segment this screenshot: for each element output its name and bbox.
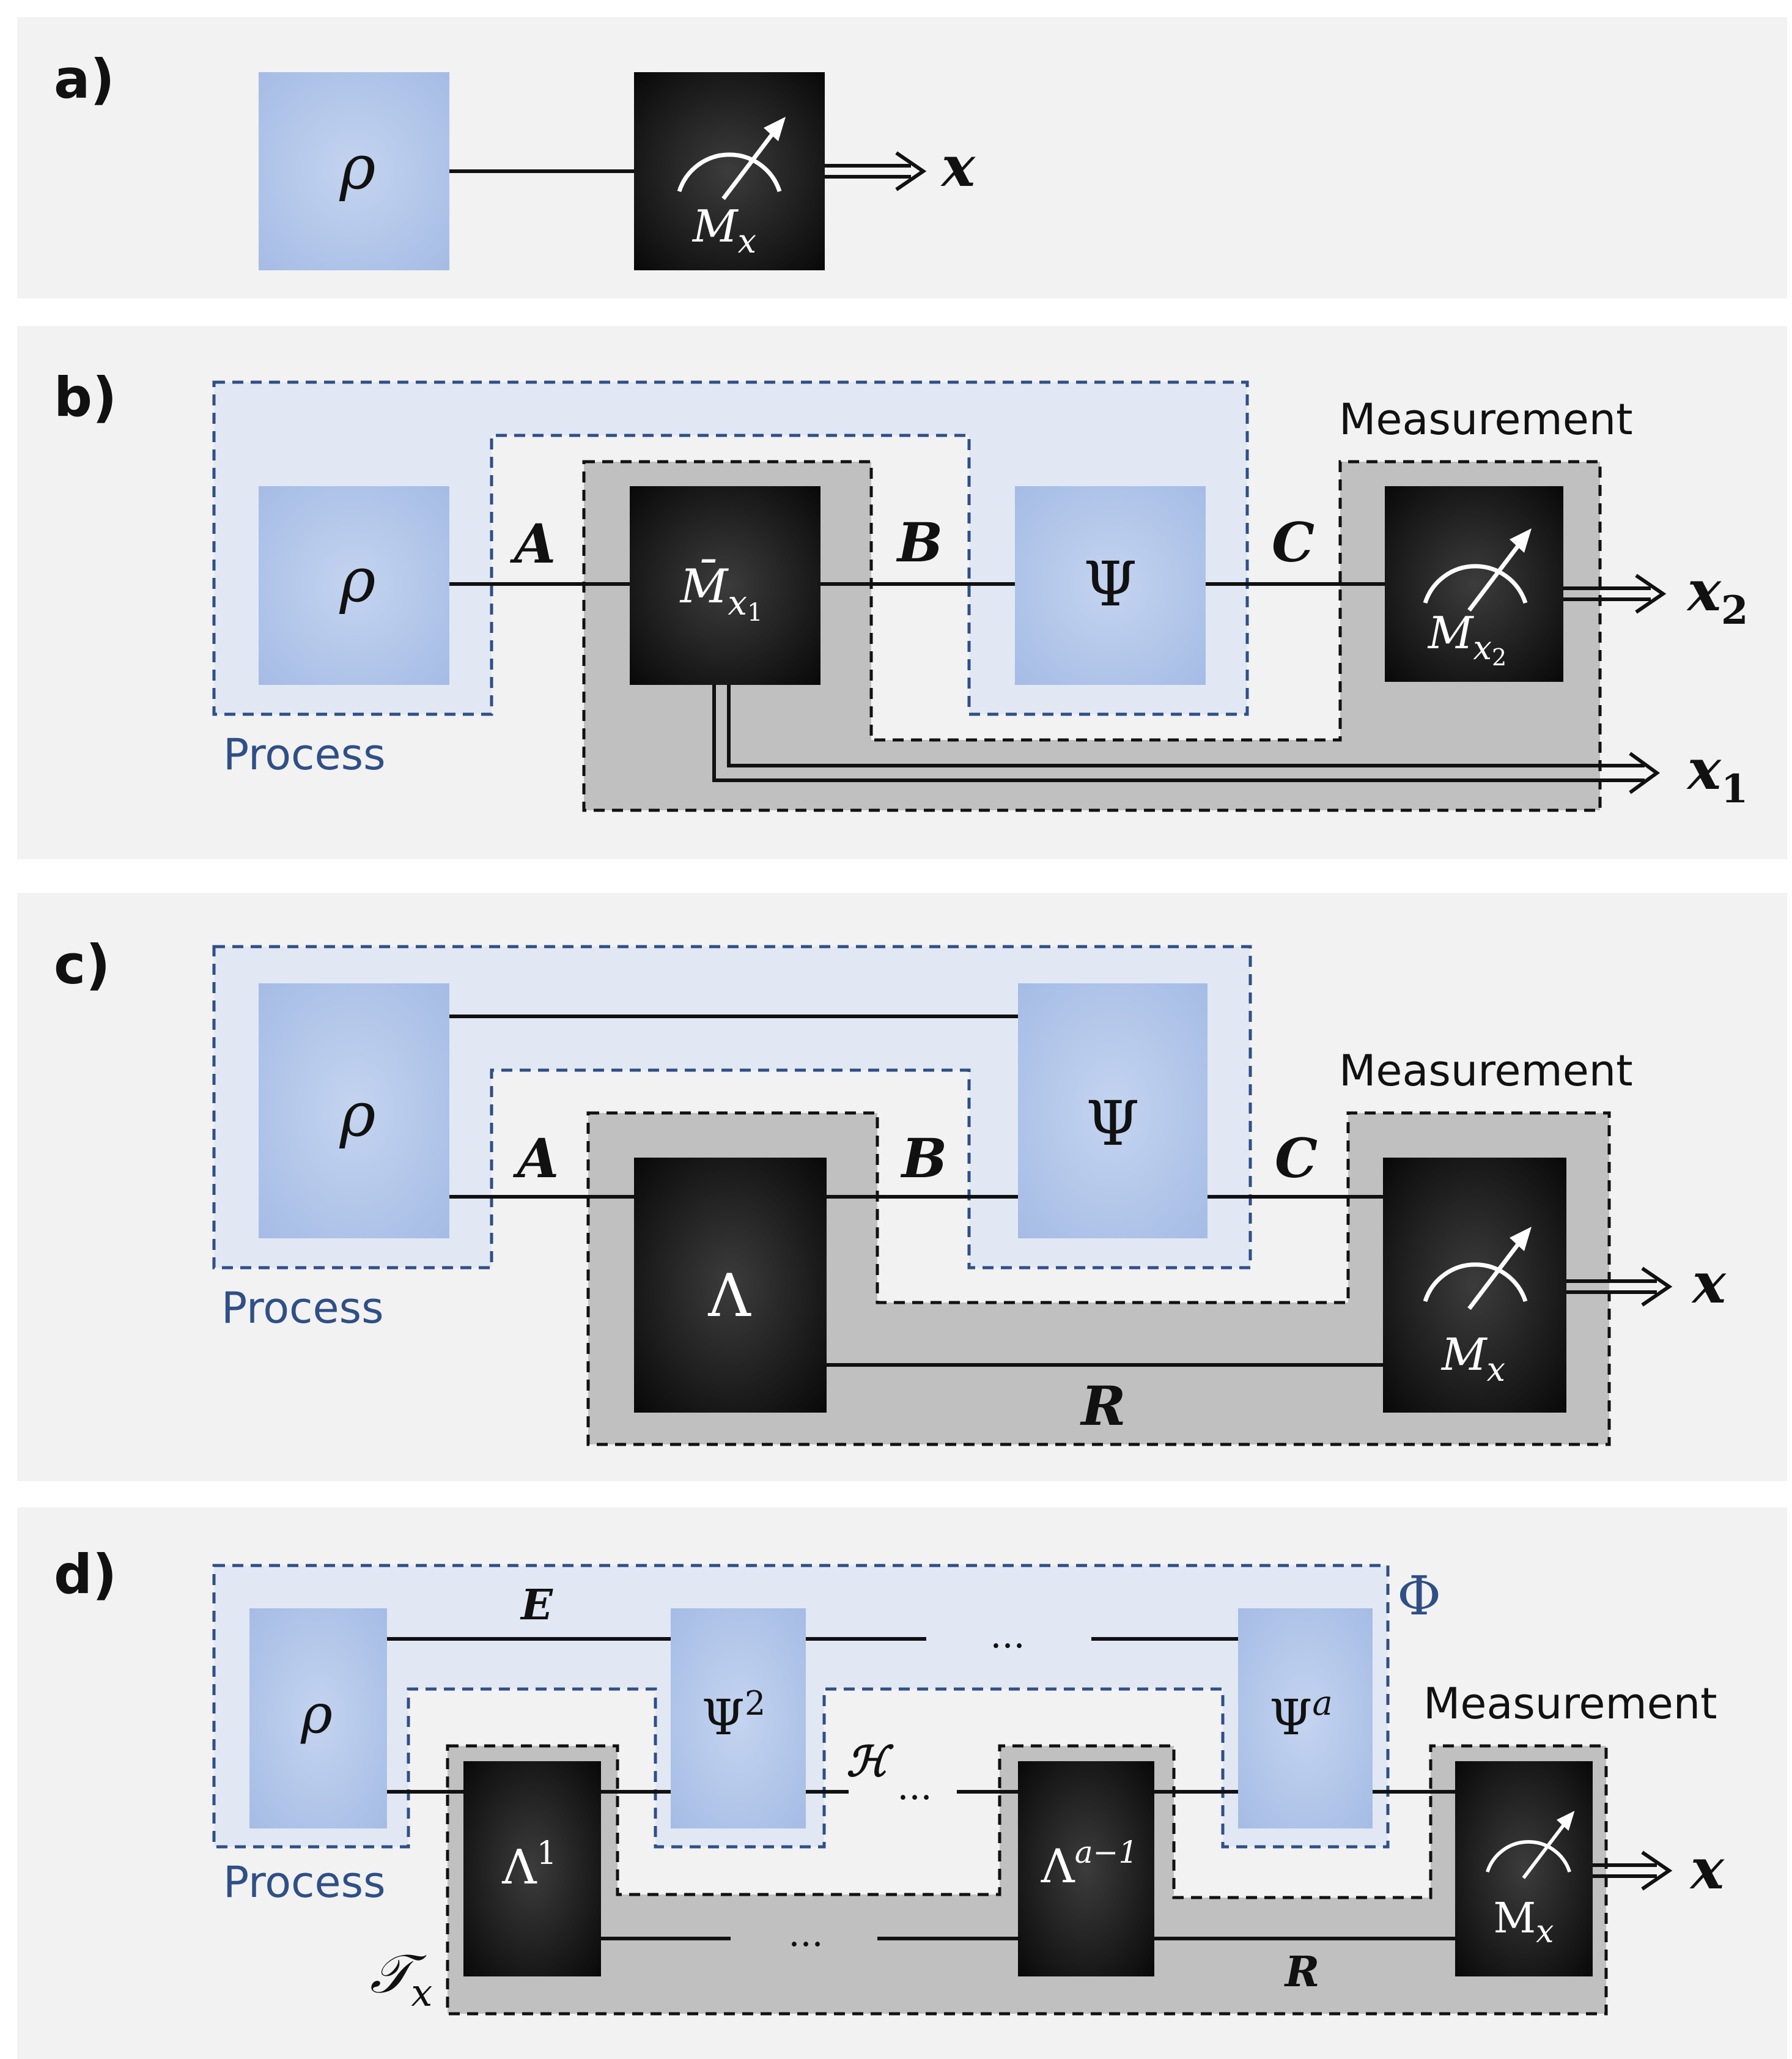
wire-h-label: ℋ [846, 1737, 894, 1786]
measurement-label: Mx [1494, 1895, 1554, 1950]
measurement-region-label: Measurement [1339, 394, 1633, 445]
panel-label-c: c) [54, 933, 110, 996]
lambda-label: Λ [707, 1262, 751, 1330]
measurement-label: Mx [1440, 1329, 1505, 1389]
process-label: Process [223, 730, 386, 780]
dots-label: ... [897, 1765, 932, 1808]
state-rho-box [249, 1608, 387, 1828]
double-arrow-icon [825, 151, 927, 191]
dots-label: ... [788, 1912, 823, 1955]
double-arrow-icon [1566, 1266, 1673, 1307]
wire-e-label: E [520, 1581, 553, 1630]
psi-label: Ψ [1083, 549, 1137, 620]
device-region [582, 460, 1602, 812]
wire-b-label: B [900, 1126, 947, 1190]
rho-label: ρ [300, 1682, 333, 1745]
panel-label-b: b) [54, 366, 117, 429]
measurement-region-label: Measurement [1423, 1679, 1717, 1729]
phi-label: Φ [1397, 1564, 1441, 1627]
process-region [212, 945, 1252, 1270]
channel-psia-box [1238, 1608, 1373, 1828]
state-rho-box [259, 72, 449, 270]
rho-label: ρ [339, 131, 376, 203]
wire-b-label: B [896, 511, 943, 574]
measurement-box [1385, 486, 1563, 682]
wire-r-label: R [1284, 1948, 1320, 1997]
lambda1-box [463, 1761, 601, 1976]
measurement-label: Mx2 [1427, 607, 1506, 671]
tester-label: 𝒯x [370, 1942, 432, 2015]
double-arrow-icon [1563, 574, 1667, 614]
process-label: Process [223, 1857, 386, 1907]
process-region [212, 380, 1249, 716]
wire-c-label: C [1272, 511, 1315, 574]
channel-psi-box [1015, 486, 1206, 685]
double-arrow-icon [1593, 1850, 1673, 1891]
measurement-box [634, 72, 825, 270]
instrument-label: M̄x1 [679, 558, 763, 627]
instrument-box [630, 486, 820, 685]
state-rho-box [259, 983, 449, 1238]
psi2-label: Ψ2 [702, 1684, 766, 1746]
output-x2-label: x2 [1686, 558, 1748, 634]
measurement-box [1455, 1761, 1593, 1976]
output-x1-label: x1 [1686, 736, 1748, 812]
output-x-label: x [1689, 1836, 1725, 1902]
state-rho-box [259, 486, 449, 685]
measurement-region-label: Measurement [1339, 1046, 1633, 1096]
classical-wire-x1 [712, 682, 1661, 794]
wire-c-label: C [1275, 1126, 1318, 1190]
output-x-label: x [1691, 1250, 1727, 1316]
lambda-a-minus-1-box [1018, 1761, 1154, 1976]
channel-psi-box [1018, 983, 1208, 1238]
panel-d: d) ρ Ψ2 Ψa Λ1 Λa−1 Mx [17, 1507, 1787, 2059]
psia-label: Ψa [1269, 1684, 1333, 1746]
rho-label: ρ [339, 1079, 376, 1150]
wire-r-label: R [1079, 1374, 1126, 1438]
lambda1-label: Λ1 [501, 1835, 556, 1895]
panel-c: c) ρ Ψ Λ Mx x A B C R Process Measuremen… [17, 893, 1787, 1481]
wire-a-label: A [513, 1126, 559, 1190]
dots-label: ... [990, 1614, 1025, 1657]
output-x-label: x [940, 133, 976, 199]
panel-a: a) ρ Mx x [17, 17, 1787, 298]
psi-label: Ψ [1086, 1088, 1140, 1159]
process-label: Process [221, 1283, 384, 1333]
measurement-label: Mx [691, 201, 756, 261]
panel-label-a: a) [54, 48, 115, 111]
panel-label-d: d) [54, 1543, 117, 1606]
panel-b: b) ρ M̄x1 Ψ Mx2 A B C Process [17, 326, 1787, 859]
lambda-box [634, 1158, 827, 1413]
measurement-box [1383, 1158, 1566, 1413]
channel-psi2-box [671, 1608, 806, 1828]
lambda-a-minus-1-label: Λa−1 [1041, 1835, 1138, 1893]
rho-label: ρ [339, 544, 376, 616]
wire-a-label: A [510, 512, 556, 575]
